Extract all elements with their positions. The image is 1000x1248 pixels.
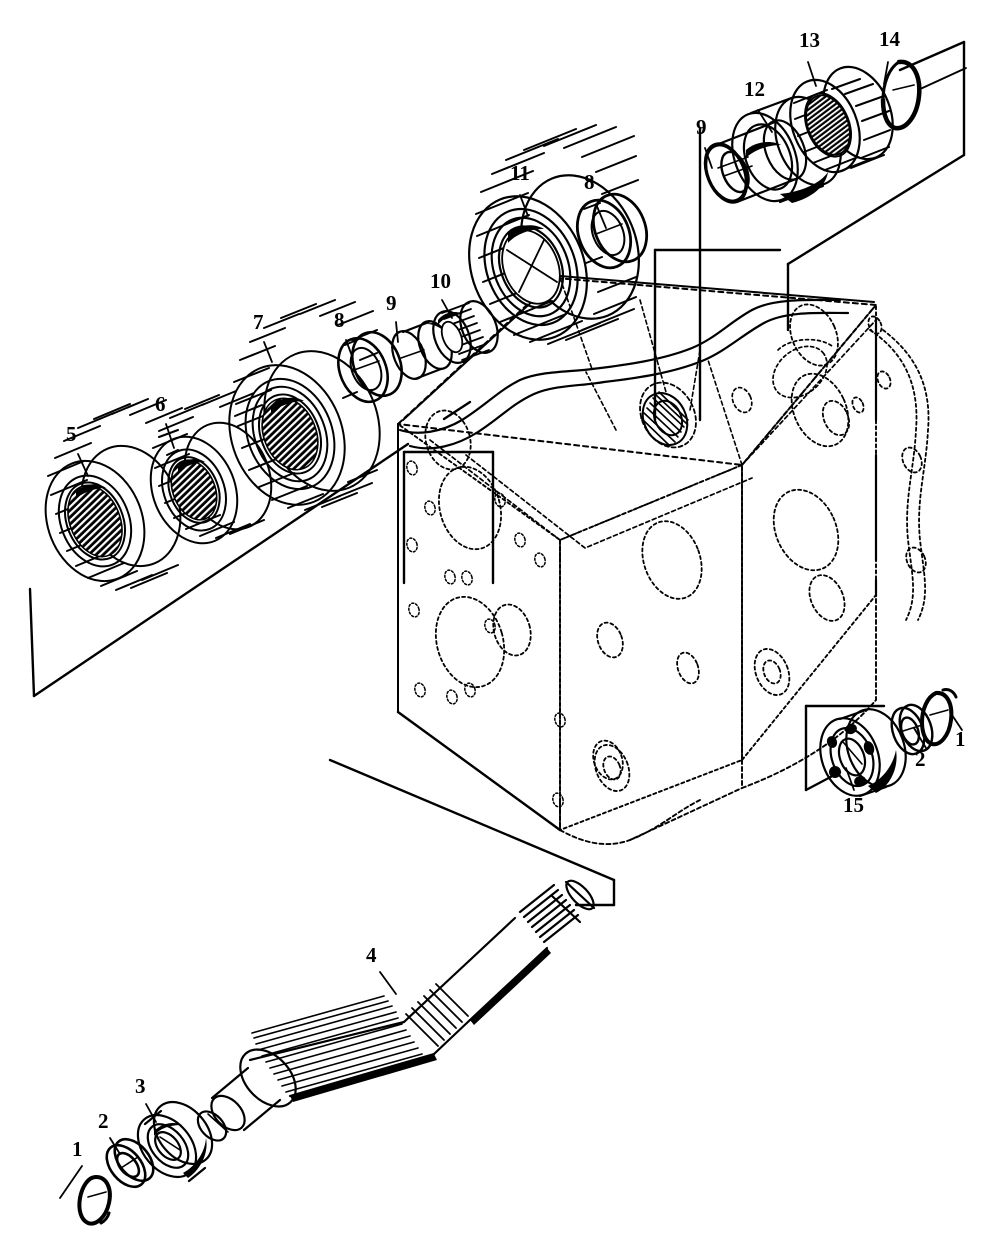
- transmission-case: [396, 275, 930, 846]
- part-washer-2-bottom: [105, 1137, 155, 1189]
- callout-number-4: 4: [366, 943, 377, 967]
- leader-bracket-output-shaft: [328, 758, 616, 907]
- callout-number-11: 11: [510, 161, 530, 185]
- callout-number-2: 2: [98, 1109, 109, 1133]
- callout-number-8: 8: [334, 308, 345, 332]
- callout-number-2: 2: [915, 747, 926, 771]
- callout-number-3: 3: [135, 1074, 146, 1098]
- part-snap-ring-1-right: [920, 688, 958, 747]
- leader-bracket-input-shaft: [786, 40, 966, 332]
- part-main-shaft-4: [196, 879, 596, 1142]
- callout-number-12: 12: [744, 77, 765, 101]
- callout-number-1: 1: [72, 1137, 83, 1161]
- part-ball-bearing-3: [136, 1100, 214, 1183]
- callout-number-10: 10: [430, 269, 451, 293]
- callout-number-13: 13: [799, 28, 820, 52]
- callout-number-7: 7: [253, 310, 264, 334]
- callout-number-9: 9: [696, 115, 707, 139]
- part-washer-2-right: [890, 703, 934, 756]
- part-roller-bearing-10: [432, 300, 499, 364]
- leader-bracket-case-upper: [653, 126, 782, 422]
- callout-number-1: 1: [955, 727, 966, 751]
- part-washer-8-left: [337, 330, 403, 404]
- part-gear-7: [228, 299, 381, 511]
- part-washer-8-right: [575, 192, 649, 270]
- part-gear-11: [468, 124, 640, 345]
- part-gear-13: [789, 65, 894, 174]
- callout-number-9: 9: [386, 291, 397, 315]
- part-gear-6: [149, 390, 273, 545]
- part-ball-bearing-15: [819, 708, 907, 798]
- callout-number-15: 15: [843, 793, 864, 817]
- callout-number-6: 6: [155, 392, 166, 416]
- callout-number-14: 14: [879, 27, 900, 51]
- callout-number-8: 8: [584, 170, 595, 194]
- leader-bracket-gear-train-right: [402, 450, 495, 585]
- leader-bracket-gear-train: [28, 400, 472, 698]
- part-snap-ring-1-bottom: [77, 1175, 112, 1226]
- part-snap-ring-14: [880, 59, 922, 131]
- bearing-in-case: [640, 391, 689, 447]
- callout-number-5: 5: [66, 422, 77, 446]
- part-gear-5: [44, 398, 183, 591]
